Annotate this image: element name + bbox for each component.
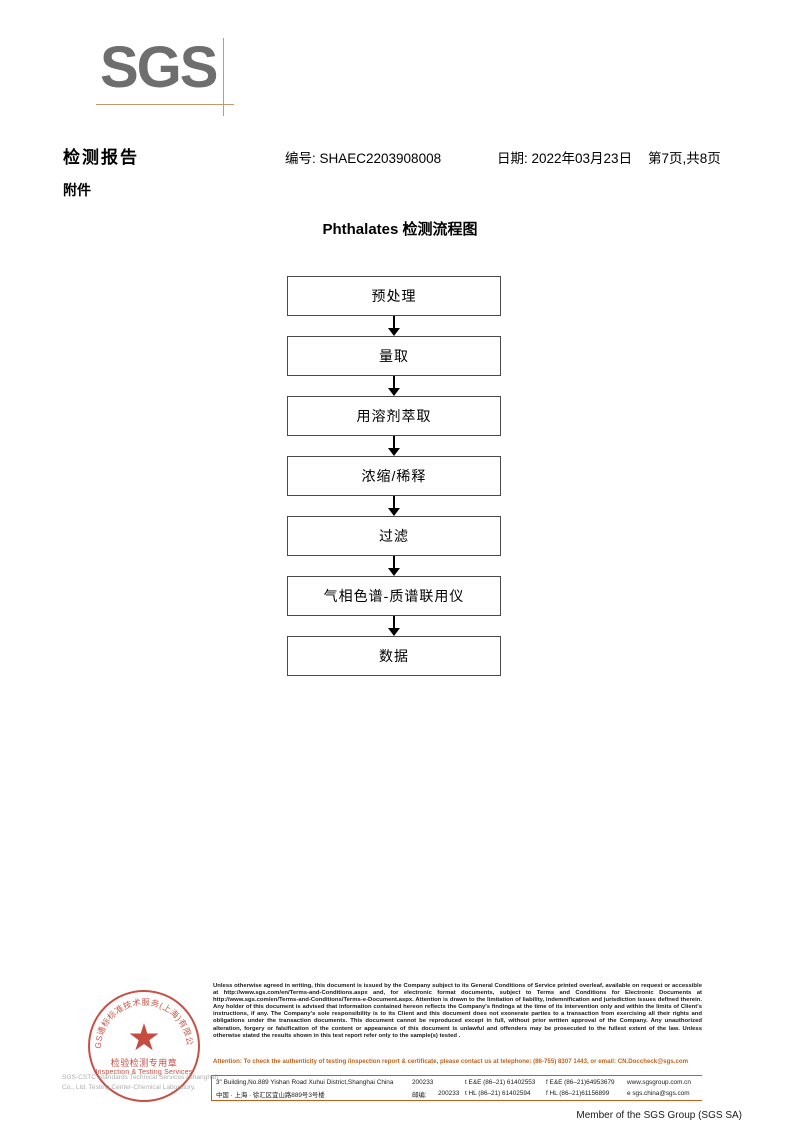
flow-arrow-4 xyxy=(287,496,501,516)
flow-step-label: 数据 xyxy=(379,648,409,664)
flow-arrow-6 xyxy=(287,616,501,636)
flow-step-solvent-extraction: 用溶剂萃取 xyxy=(287,396,501,436)
flow-step-filtration: 过滤 xyxy=(287,516,501,556)
legal-disclaimer: Unless otherwise agreed in writing, this… xyxy=(213,983,702,1039)
address-rule-bottom xyxy=(211,1100,702,1101)
flow-step-gcms: 气相色谱-质谱联用仪 xyxy=(287,576,501,616)
flow-arrow-5 xyxy=(287,556,501,576)
flow-arrow-1 xyxy=(287,316,501,336)
page-title: 检测报告 xyxy=(63,148,139,167)
address-cn: 中国 · 上海 · 徐汇区宜山路889号3号楼 xyxy=(216,1092,325,1099)
arrow-head-icon xyxy=(388,628,400,636)
address-en: 3" Building,No.889 Yishan Road Xuhui Dis… xyxy=(216,1079,394,1086)
flow-step-label: 过滤 xyxy=(379,528,409,544)
stamp-ring xyxy=(88,990,200,1102)
stamp-faded-text: SGS-CSTC Standards Technical Services (S… xyxy=(62,1074,219,1091)
flow-step-label: 量取 xyxy=(379,348,409,364)
flow-step-weighing: 量取 xyxy=(287,336,501,376)
arrow-shaft xyxy=(393,616,395,630)
page-counter: 第7页,共8页 xyxy=(648,151,721,166)
arrow-shaft xyxy=(393,496,395,510)
page-subtitle-attachment: 附件 xyxy=(63,182,91,198)
flow-step-data: 数据 xyxy=(287,636,501,676)
arrow-shaft xyxy=(393,436,395,450)
arrow-head-icon xyxy=(388,508,400,516)
flowchart-title: Phthalates 检测流程图 xyxy=(322,221,478,238)
fax-hl: f HL (86–21)61156899 xyxy=(546,1090,610,1097)
tel-hl: t HL (86–21) 61402594 xyxy=(465,1090,531,1097)
flow-step-concentration-dilution: 浓缩/稀释 xyxy=(287,456,501,496)
arrow-head-icon xyxy=(388,568,400,576)
address-rule-left xyxy=(211,1075,212,1101)
logo-vertical-rule xyxy=(223,38,224,116)
phthalates-flowchart: 预处理 量取 用溶剂萃取 浓缩/稀释 过滤 气相色谱-质谱联用仪 数据 xyxy=(287,276,503,676)
member-line: Member of the SGS Group (SGS SA) xyxy=(576,1110,742,1121)
attention-notice: Attention: To check the authenticity of … xyxy=(213,1058,689,1065)
flow-step-label: 浓缩/稀释 xyxy=(361,468,427,484)
arrow-shaft xyxy=(393,556,395,570)
flow-step-label: 用溶剂萃取 xyxy=(356,408,432,424)
arrow-head-icon xyxy=(388,328,400,336)
tel-ee: t E&E (86–21) 61402553 xyxy=(465,1079,536,1086)
flow-arrow-3 xyxy=(287,436,501,456)
arrow-shaft xyxy=(393,316,395,330)
stamp-cn-label: 检验检测专用章 xyxy=(110,1058,178,1068)
postcode-cn: 200233 xyxy=(438,1090,460,1097)
fax-ee: f E&E (86–21)64953679 xyxy=(546,1079,615,1086)
sgs-logo: SGS xyxy=(96,35,260,118)
report-number: 编号: SHAEC2203908008 xyxy=(285,151,442,166)
sgs-logo-text: SGS xyxy=(100,35,218,100)
flow-arrow-2 xyxy=(287,376,501,396)
flow-step-label: 气相色谱-质谱联用仪 xyxy=(323,588,465,604)
flow-step-label: 预处理 xyxy=(371,288,417,304)
logo-horizontal-rule xyxy=(96,104,234,105)
postcode-cn-label: 邮编: xyxy=(412,1092,427,1099)
website: www.sgsgroup.com.cn xyxy=(627,1079,691,1086)
postcode-en: 200233 xyxy=(412,1079,434,1086)
report-date: 日期: 2022年03月23日 xyxy=(497,151,633,166)
address-rule-top xyxy=(211,1075,702,1076)
arrow-head-icon xyxy=(388,388,400,396)
flow-step-pretreatment: 预处理 xyxy=(287,276,501,316)
official-stamp: SGS通标标准技术服务(上海)有限公司 检验检测专用章 Inspection &… xyxy=(88,990,200,1102)
stamp-en-label: Inspection & Testing Services xyxy=(95,1069,193,1076)
arrow-shaft xyxy=(393,376,395,390)
arrow-head-icon xyxy=(388,448,400,456)
email: e sgs.china@sgs.com xyxy=(627,1090,690,1097)
